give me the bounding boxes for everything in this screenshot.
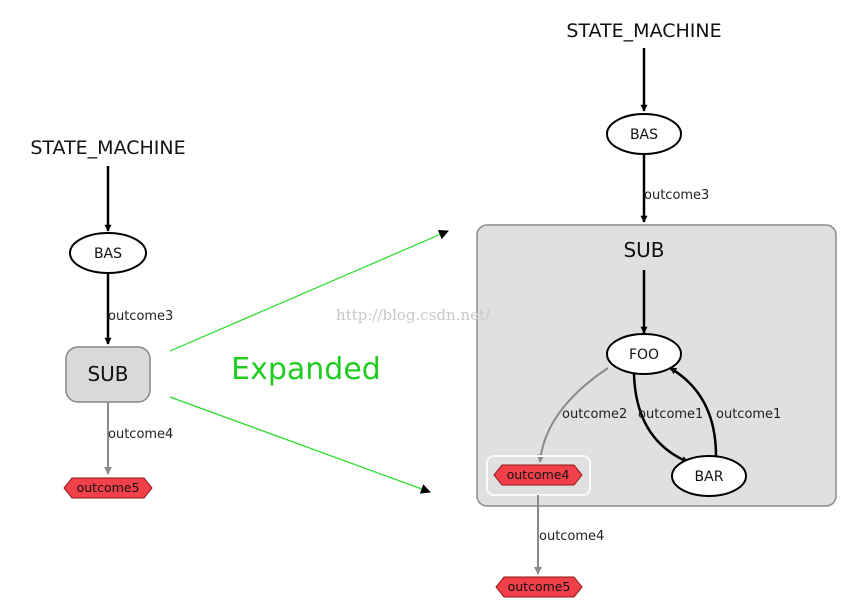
- expand-arrow-top: [169, 229, 449, 352]
- edge-bar-foo-label: outcome1: [716, 407, 781, 422]
- inner-outcome4-node: [493, 464, 583, 486]
- left-outcome5-label: outcome5: [77, 480, 140, 495]
- edge-bar-foo: [669, 366, 718, 457]
- edge-container-outcome5-label: outcome4: [539, 529, 604, 544]
- expanded-label: Expanded: [231, 352, 381, 387]
- final-outcome5-label: outcome5: [508, 579, 571, 594]
- left-title: STATE_MACHINE: [30, 137, 185, 159]
- right-bas-label: BAS: [630, 127, 658, 143]
- left-diagram: STATE_MACHINE BAS outcome3 SUB outcome4 …: [30, 137, 186, 499]
- left-edge-sub-outcome-label: outcome4: [108, 427, 173, 442]
- left-outcome5-node: [63, 477, 153, 499]
- watermark-text: http://blog.csdn.net/: [336, 306, 491, 324]
- expanded-indicator: Expanded: [169, 229, 449, 494]
- edge-foo-outcome4: [536, 367, 609, 463]
- bar-label: BAR: [695, 469, 724, 485]
- edge-foo-outcome4-label: outcome2: [562, 407, 627, 422]
- bar-node: [671, 455, 747, 497]
- inner-outcome4-label: outcome4: [507, 467, 570, 482]
- final-outcome5-node: [495, 576, 583, 598]
- right-diagram: STATE_MACHINE BAS outcome3 SUB FOO outco…: [476, 20, 837, 598]
- foo-node: [606, 333, 682, 375]
- edge-foo-bar: [632, 373, 689, 464]
- edge-foo-bar-label: outcome1: [638, 407, 703, 422]
- right-edge-bas-sub-label: outcome3: [644, 188, 709, 203]
- sub-container-label: SUB: [623, 238, 664, 262]
- left-edge-bas-sub-label: outcome3: [108, 309, 173, 324]
- left-sub-label: SUB: [87, 362, 128, 386]
- left-bas-label: BAS: [94, 246, 122, 262]
- foo-label: FOO: [629, 347, 659, 363]
- expand-arrow-bottom: [169, 396, 431, 494]
- right-title: STATE_MACHINE: [566, 20, 721, 42]
